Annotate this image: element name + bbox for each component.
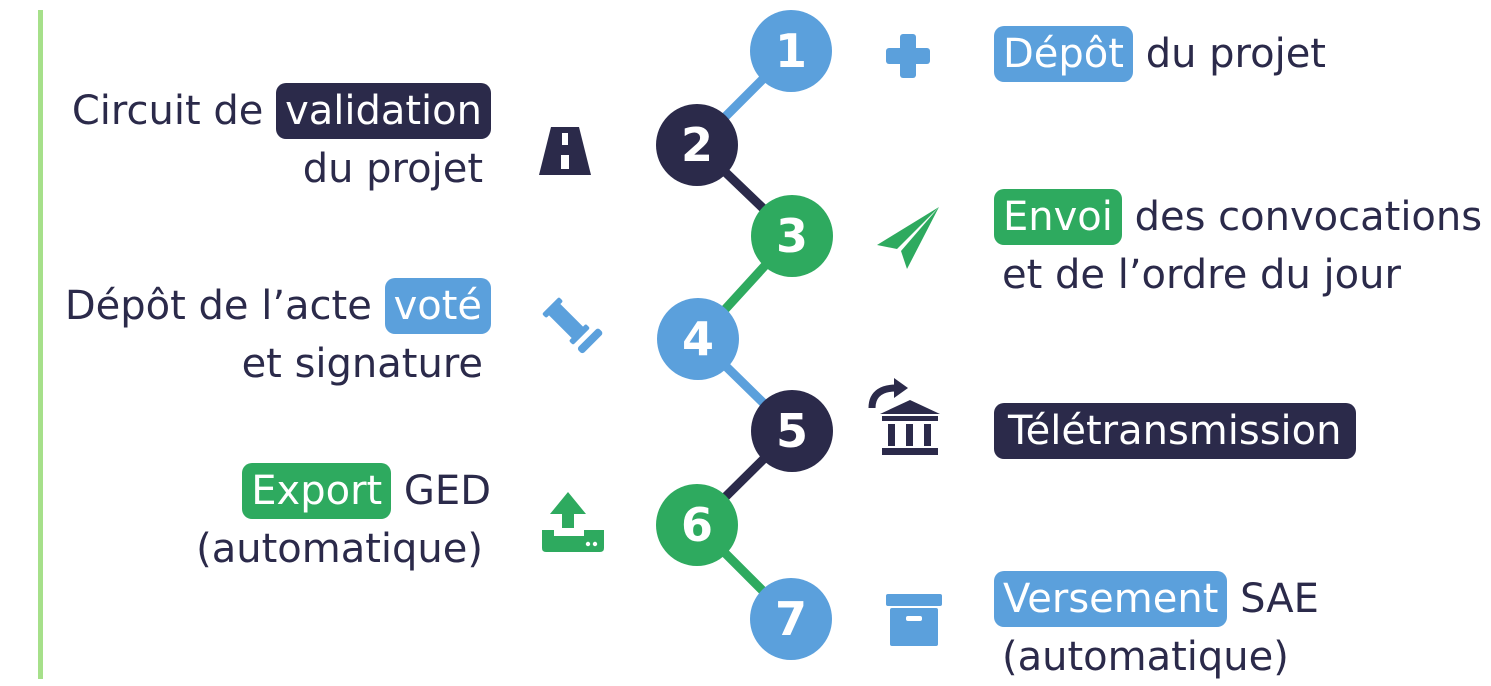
upload-icon [542, 492, 604, 552]
step-2-number: 2 [680, 118, 713, 172]
plus-icon [886, 34, 930, 78]
step-6-text-line2: (automatique) [196, 526, 483, 572]
paper-plane-icon [877, 207, 939, 269]
step-6-highlight: Export [242, 463, 392, 519]
step-2-node: 2 [656, 104, 738, 186]
government-building-share-icon [868, 378, 940, 455]
step-5-node: 5 [751, 390, 833, 472]
step-1-number: 1 [774, 24, 807, 78]
road-icon [539, 127, 591, 175]
step-7-node: 7 [750, 578, 832, 660]
gavel-icon [542, 297, 603, 354]
step-5-highlight: Télétransmission [994, 403, 1356, 459]
step-6-number: 6 [680, 498, 713, 552]
step-7-label: Versement SAE (automatique) [994, 570, 1319, 686]
step-2-label: Circuit de validation du projet [72, 82, 491, 198]
step-7-text: SAE [1240, 576, 1319, 622]
step-2-text: Circuit de [71, 88, 264, 134]
step-6-node: 6 [656, 484, 738, 566]
step-4-label: Dépôt de l’acte voté et signature [65, 277, 491, 393]
archive-box-icon [886, 594, 942, 646]
step-4-node: 4 [657, 298, 739, 380]
step-7-text-line2: (automatique) [1002, 634, 1289, 680]
step-4-text-line2: et signature [241, 341, 483, 387]
step-5-number: 5 [775, 404, 808, 458]
step-2-highlight: validation [276, 83, 491, 139]
step-1-node: 1 [750, 10, 832, 92]
step-7-highlight: Versement [994, 571, 1228, 627]
step-3-label: Envoi des convocations et de l’ordre du … [994, 188, 1482, 304]
step-4-number: 4 [681, 312, 714, 366]
step-1-highlight: Dépôt [994, 26, 1133, 82]
step-3-highlight: Envoi [994, 189, 1122, 245]
step-2-text-line2: du projet [302, 146, 483, 192]
step-7-number: 7 [774, 592, 807, 646]
step-6-text: GED [403, 468, 491, 514]
step-5-label: Télétransmission [994, 402, 1356, 460]
step-4-highlight: voté [384, 278, 491, 334]
step-3-text: des convocations [1134, 194, 1483, 240]
step-3-text-line2: et de l’ordre du jour [1002, 252, 1401, 298]
step-3-node: 3 [751, 195, 833, 277]
left-accent-bar [38, 10, 43, 679]
step-3-number: 3 [775, 209, 808, 263]
step-4-text: Dépôt de l’acte [64, 283, 372, 329]
step-1-text: du projet [1145, 31, 1326, 77]
step-6-label: Export GED (automatique) [196, 462, 491, 578]
step-1-label: Dépôt du projet [994, 25, 1326, 83]
